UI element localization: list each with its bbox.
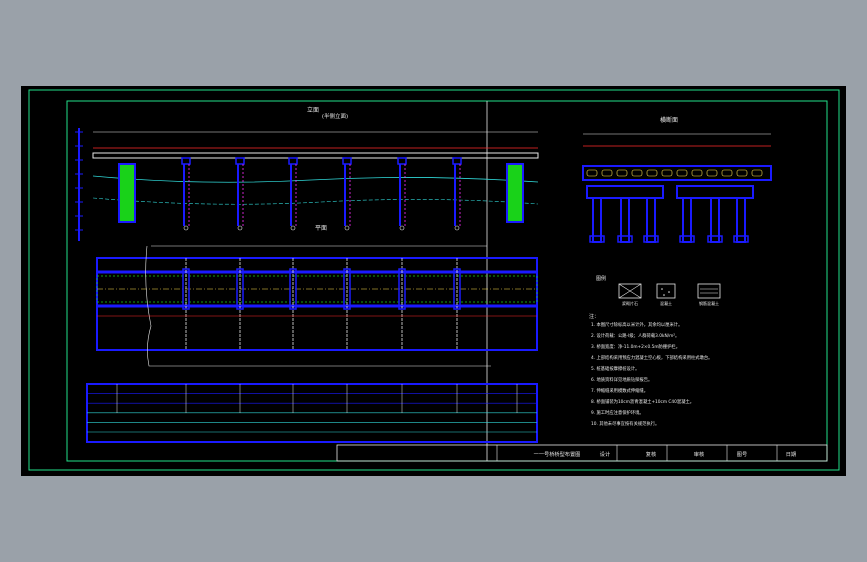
elevation-scale-ticks bbox=[75, 131, 83, 231]
pier-marker bbox=[399, 225, 405, 231]
hollow-slab bbox=[691, 169, 703, 177]
note-6: 7. 伸缩缝采用模数式伸缩缝。 bbox=[591, 387, 648, 394]
elevation-view: 立面 (半侧立面) bbox=[75, 106, 539, 241]
cross-footing bbox=[617, 235, 633, 243]
cross-hollow-slabs bbox=[586, 169, 763, 177]
cross-footing bbox=[733, 235, 749, 243]
plan-title: 平面 bbox=[315, 225, 327, 232]
pier-cap bbox=[181, 157, 191, 165]
hollow-slab bbox=[721, 169, 733, 177]
inner-frame bbox=[66, 100, 828, 462]
legend-label-1: 混凝土 bbox=[660, 300, 672, 306]
hollow-slab bbox=[751, 169, 763, 177]
cad-model-space[interactable]: 立面 (半侧立面) 平面 横断面 bbox=[21, 86, 846, 476]
notes: 注： 1. 本图尺寸除标高以米计外，其余均以厘米计。 2. 设计荷载：公路-I级… bbox=[589, 313, 712, 427]
plan-break-line bbox=[145, 245, 491, 367]
plan-deck-band bbox=[96, 275, 538, 303]
cross-footing bbox=[589, 235, 605, 243]
pier-marker bbox=[183, 225, 189, 231]
hollow-slab bbox=[676, 169, 688, 177]
hollow-slab bbox=[616, 169, 628, 177]
cross-cap-beam-left bbox=[586, 185, 664, 199]
profile-table-rows bbox=[87, 393, 537, 433]
note-1: 2. 设计荷载：公路-I级；人群荷载3.0kN/m²。 bbox=[591, 332, 679, 339]
plan-view: 平面 bbox=[96, 225, 538, 367]
plan-pier-cap bbox=[236, 268, 244, 310]
hollow-slab bbox=[661, 169, 673, 177]
ground-line bbox=[92, 175, 539, 183]
note-2: 3. 桥面宽度：净-11.0m+2×0.5m防撞护栏。 bbox=[591, 343, 680, 350]
pier-cap bbox=[397, 157, 407, 165]
plan-pier-cap bbox=[343, 268, 351, 310]
cross-section-view: 横断面 bbox=[582, 116, 772, 243]
elevation-title: 立面 bbox=[307, 106, 319, 114]
plan-pier-cap bbox=[453, 268, 461, 310]
title-block: 一一号桥桥型布置图 设计 复核 审核 图号 日期 bbox=[336, 444, 828, 462]
legend-item-2: 钢筋混凝土 bbox=[697, 283, 721, 306]
check-label: 复核 bbox=[646, 450, 656, 458]
note-5: 6. 地质资料详见地质钻探报告。 bbox=[591, 376, 652, 383]
pier-marker bbox=[344, 225, 350, 231]
abutment-right bbox=[506, 163, 524, 223]
hollow-slab bbox=[631, 169, 643, 177]
legend-label-0: 浆砌片石 bbox=[622, 300, 638, 306]
hollow-slab bbox=[736, 169, 748, 177]
hollow-slab bbox=[586, 169, 598, 177]
note-8: 9. 施工时应注意保护环境。 bbox=[591, 409, 644, 416]
hollow-slab bbox=[646, 169, 658, 177]
concrete-dots-icon bbox=[656, 283, 676, 299]
elevation-subtitle: (半侧立面) bbox=[322, 112, 348, 120]
drawing-canvas[interactable]: 立面 (半侧立面) 平面 横断面 bbox=[21, 86, 846, 476]
plan-pier-cap bbox=[398, 268, 406, 310]
legend-title: 图例 bbox=[596, 275, 606, 282]
hollow-slab bbox=[601, 169, 613, 177]
cross-footing bbox=[707, 235, 723, 243]
cross-footing bbox=[643, 235, 659, 243]
profile-table-columns bbox=[116, 384, 518, 413]
abutment-left bbox=[118, 163, 136, 223]
cross-section-title: 横断面 bbox=[660, 116, 678, 124]
piers-group bbox=[181, 157, 462, 231]
notes-title: 注： bbox=[589, 313, 599, 320]
note-9: 10. 其他未尽事宜按有关规范执行。 bbox=[591, 420, 659, 427]
sheet-label: 图号 bbox=[737, 451, 747, 458]
pier-marker bbox=[454, 225, 460, 231]
design-label: 设计 bbox=[600, 450, 610, 458]
plan-outline bbox=[96, 257, 538, 351]
legend: 图例 浆砌片石 混凝土 钢筋混凝土 bbox=[596, 275, 721, 306]
pier-cap bbox=[288, 157, 298, 165]
bed-line bbox=[92, 197, 539, 205]
cross-columns bbox=[589, 197, 749, 243]
review-label: 审核 bbox=[694, 450, 704, 458]
cross-footing bbox=[679, 235, 695, 243]
pier-cap bbox=[235, 157, 245, 165]
deck-slab bbox=[92, 152, 539, 159]
cross-deck bbox=[582, 165, 772, 181]
plan-pier-cap bbox=[182, 268, 190, 310]
legend-item-0: 浆砌片石 bbox=[618, 283, 642, 306]
legend-item-1: 混凝土 bbox=[656, 283, 676, 306]
pier-marker bbox=[237, 225, 243, 231]
outer-frame bbox=[28, 89, 840, 471]
hatch-x-icon bbox=[618, 283, 642, 299]
drawing-name: 一一号桥桥型布置图 bbox=[534, 450, 581, 458]
note-4: 5. 桩基础按摩擦桩设计。 bbox=[591, 365, 639, 372]
note-3: 4. 上部结构采用预应力混凝土空心板，下部结构采用柱式墩台。 bbox=[591, 354, 712, 361]
pier-cap bbox=[342, 157, 352, 165]
cross-cap-beam-right bbox=[676, 185, 754, 199]
title-block-outline bbox=[336, 444, 828, 462]
plan-pier-cap bbox=[289, 268, 297, 310]
hollow-slab bbox=[706, 169, 718, 177]
profile-table bbox=[86, 383, 538, 443]
note-7: 8. 桥面铺装为10cm沥青混凝土+10cm C40混凝土。 bbox=[591, 398, 694, 405]
plan-pier-lines bbox=[182, 258, 461, 350]
legend-label-2: 钢筋混凝土 bbox=[699, 300, 719, 306]
rebar-concrete-icon bbox=[697, 283, 721, 299]
pier-cap bbox=[452, 157, 462, 165]
note-0: 1. 本图尺寸除标高以米计外，其余均以厘米计。 bbox=[591, 321, 682, 328]
pier-marker bbox=[290, 225, 296, 231]
date-label: 日期 bbox=[786, 451, 796, 458]
